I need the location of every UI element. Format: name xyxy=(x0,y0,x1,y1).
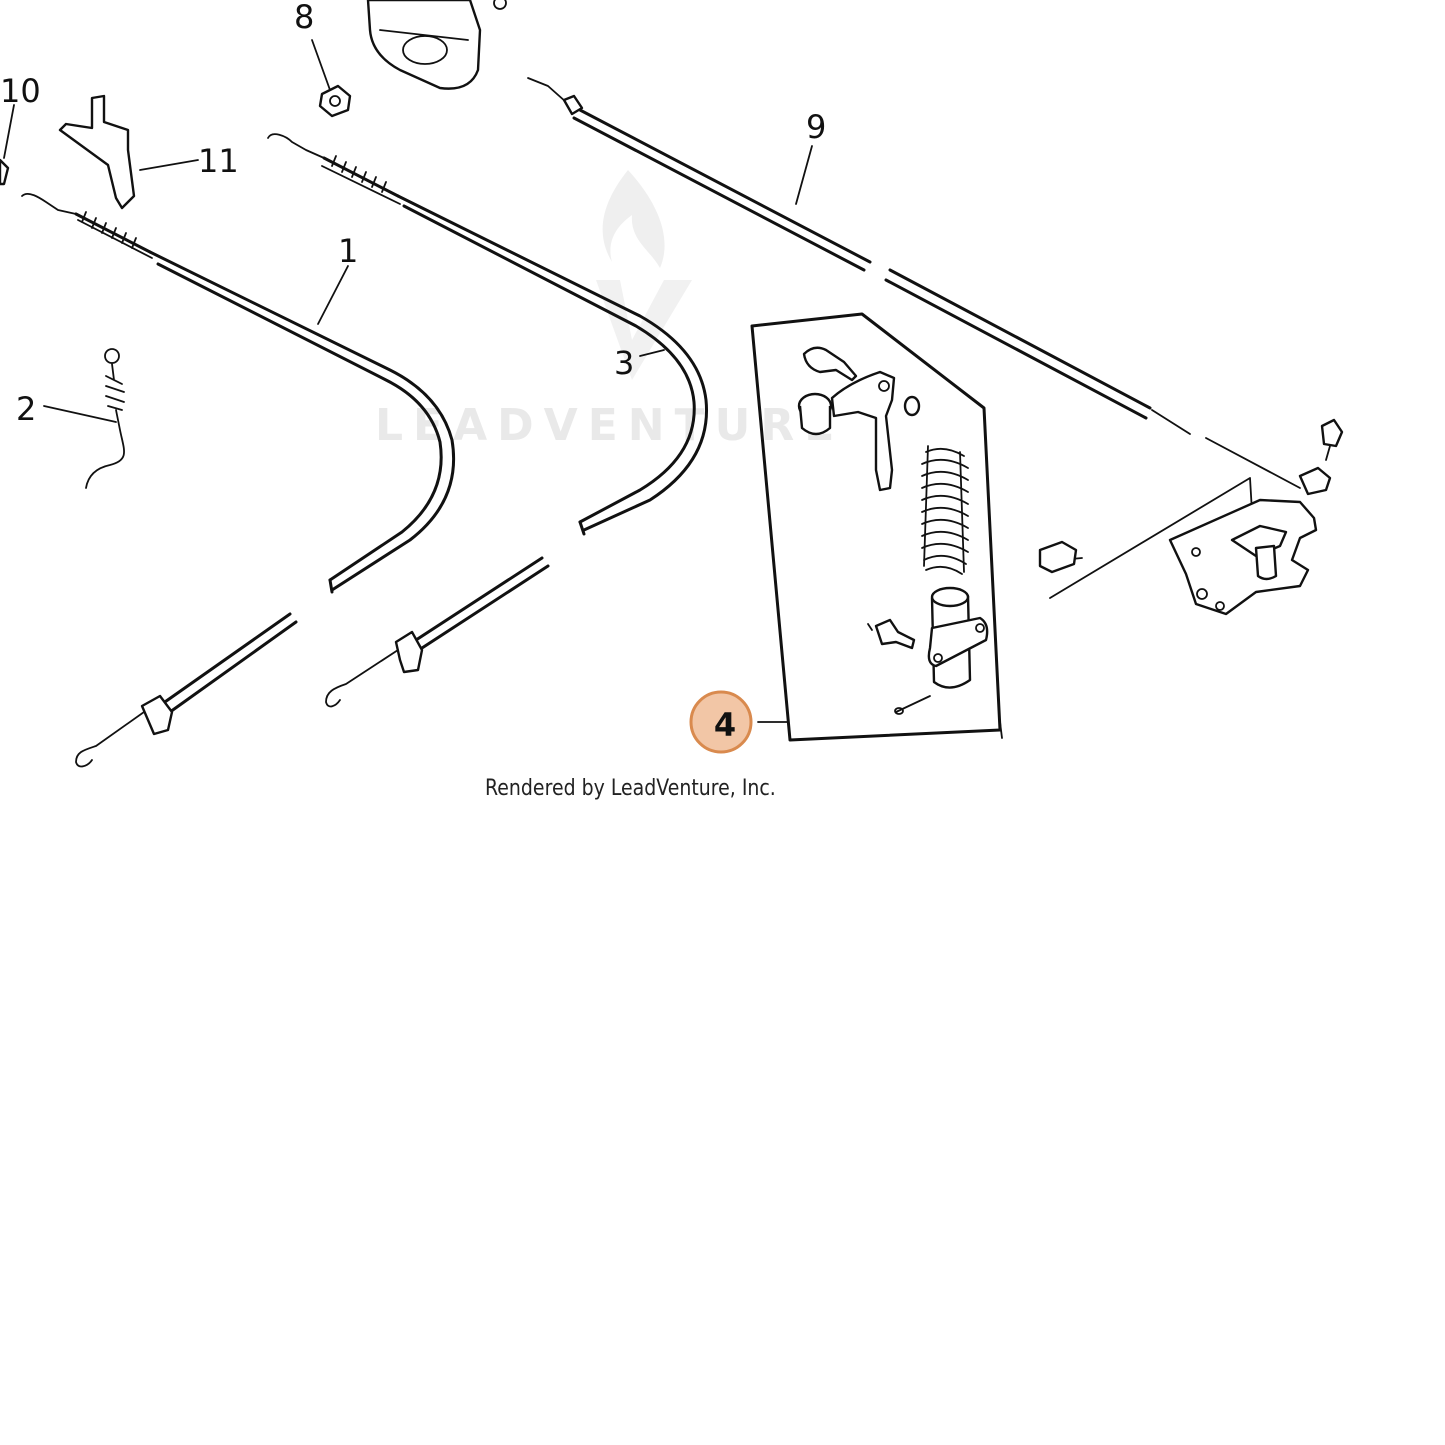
callout-8: 8 xyxy=(294,0,314,36)
render-credit: Rendered by LeadVenture, Inc. xyxy=(485,776,776,801)
callout-4: 4 xyxy=(714,706,736,744)
callout-10: 10 xyxy=(0,72,41,110)
callout-1: 1 xyxy=(338,232,358,270)
part-1-cable xyxy=(21,192,456,768)
control-housing xyxy=(366,0,507,90)
callout-2: 2 xyxy=(16,390,36,428)
callout-9: 9 xyxy=(806,108,826,146)
flame-logo-icon xyxy=(602,170,665,268)
part-3-cable xyxy=(267,133,709,708)
part-4-kit-panel xyxy=(750,312,1003,742)
part-10 xyxy=(0,104,15,186)
part-2-spring xyxy=(43,348,125,489)
part-8-nut xyxy=(311,39,352,118)
callout-3: 3 xyxy=(614,344,634,382)
part-9-rod xyxy=(527,77,1301,489)
part-11-bracket xyxy=(58,94,199,210)
callout-11: 11 xyxy=(198,142,239,180)
callout-4-highlight[interactable]: 4 xyxy=(689,690,753,754)
throttle-bracket xyxy=(1038,418,1344,616)
